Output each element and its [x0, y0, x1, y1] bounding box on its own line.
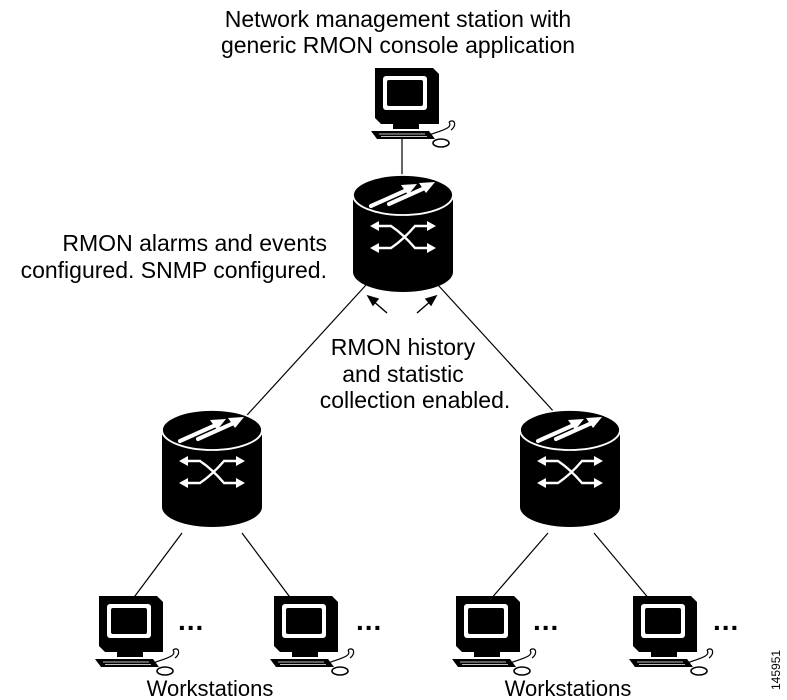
workstation-icon [94, 595, 180, 676]
workstation-ellipsis: ... [178, 605, 204, 636]
collection-note-line3: collection enabled. [320, 387, 511, 413]
link-left-switch-ws1 [131, 532, 183, 601]
workstation-ellipsis: ... [713, 605, 739, 636]
workstation-icon [269, 595, 355, 676]
workstation-ellipsis: ... [356, 605, 382, 636]
collection-note-line2: and statistic [342, 361, 463, 387]
distribution-switch-left-icon [160, 408, 264, 529]
nms-label-line1: Network management station with [225, 6, 571, 32]
workstations-label-left: Workstations [147, 676, 274, 700]
workstation-ellipsis: ... [533, 605, 559, 636]
distribution-switch-right-icon [518, 408, 622, 529]
management-station-icon [370, 67, 456, 148]
connections [131, 139, 651, 601]
workstations-label-right: Workstations [505, 676, 632, 700]
nms-label-line2: generic RMON console application [221, 32, 575, 58]
link-core-distribution-left [237, 284, 367, 426]
figure-id: 145951 [769, 650, 783, 690]
collection-note-line1: RMON history [331, 334, 476, 360]
core-note-line2: configured. SNMP configured. [21, 257, 327, 283]
link-right-switch-ws3 [489, 532, 549, 601]
core-note-line1: RMON alarms and events [62, 230, 327, 256]
link-left-switch-ws2 [241, 532, 293, 601]
workstation-icon [451, 595, 537, 676]
collection-arrows [366, 294, 438, 314]
link-core-distribution-right [437, 284, 567, 426]
link-right-switch-ws4 [593, 532, 651, 601]
core-switch-icon [351, 173, 455, 294]
workstation-icon [628, 595, 714, 676]
